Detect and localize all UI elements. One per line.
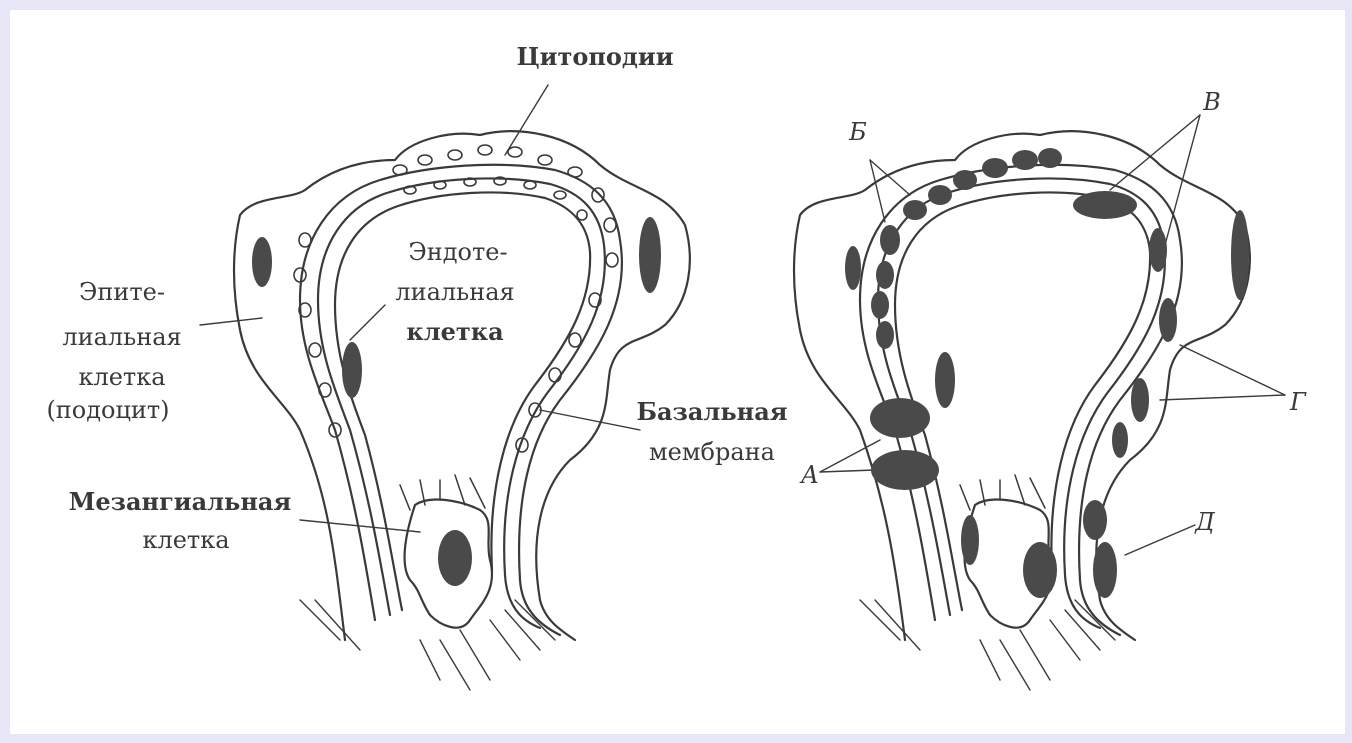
label-endothelial-3: клетка — [406, 317, 503, 346]
label-a: А — [799, 461, 819, 489]
right-endothelial-nucleus — [935, 352, 955, 408]
label-b: Б — [848, 118, 867, 146]
left-mesangial-nucleus — [438, 530, 472, 586]
label-cytopodia: Цитоподии — [516, 42, 673, 71]
label-epithelial-4: (подоцит) — [46, 396, 169, 424]
label-mesangial-1: Мезангиальная — [69, 487, 291, 516]
label-basement-1: Базальная — [637, 397, 788, 426]
left-leader-lines — [200, 85, 640, 532]
label-d: Д — [1194, 508, 1215, 536]
left-epithelial-nucleus — [252, 237, 272, 287]
label-epithelial-1: Эпите- — [79, 278, 165, 306]
right-capillary-loop — [794, 131, 1250, 640]
left-endothelial-nucleus — [342, 342, 362, 398]
right-epithelial-nucleus — [845, 246, 861, 290]
label-endothelial-2: лиальная — [395, 278, 514, 306]
label-epithelial-3: клетка — [78, 363, 165, 391]
label-basement-2: мембрана — [649, 438, 775, 466]
right-epithelial-nucleus-right — [1231, 210, 1249, 300]
label-endothelial-1: Эндоте- — [408, 238, 507, 266]
label-epithelial-2: лиальная — [62, 323, 181, 351]
humps — [870, 398, 939, 490]
label-g: Г — [1289, 388, 1307, 416]
label-mesangial-2: клетка — [142, 526, 229, 554]
right-mesangial-cell — [860, 475, 1115, 690]
right-mesangial-nucleus — [1023, 542, 1057, 598]
label-v: В — [1202, 88, 1221, 116]
left-epithelial-nucleus-right — [639, 217, 661, 293]
